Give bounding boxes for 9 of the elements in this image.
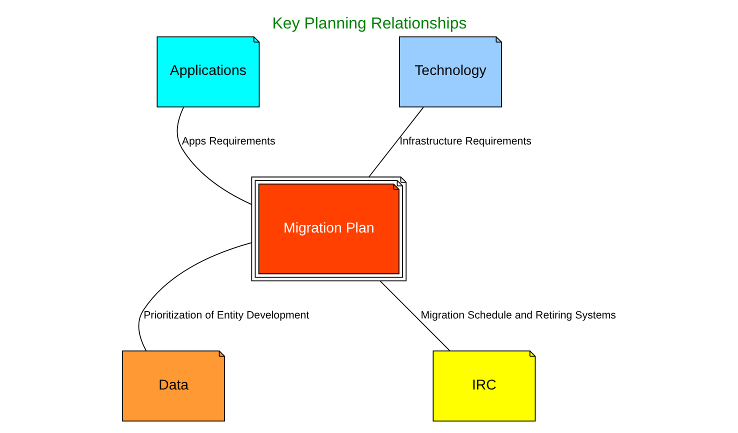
edge-label: Prioritization of Entity Development (143, 310, 309, 322)
edge-label: Infrastructure Requirements (399, 136, 532, 148)
edge-label: Migration Schedule and Retiring Systems (420, 310, 616, 322)
connector (368, 106, 424, 178)
connector (138, 242, 252, 352)
diagram-title: Key Planning Relationships (272, 15, 466, 32)
connector (176, 106, 252, 205)
edge-label: Apps Requirements (181, 136, 275, 148)
connector (379, 280, 450, 352)
